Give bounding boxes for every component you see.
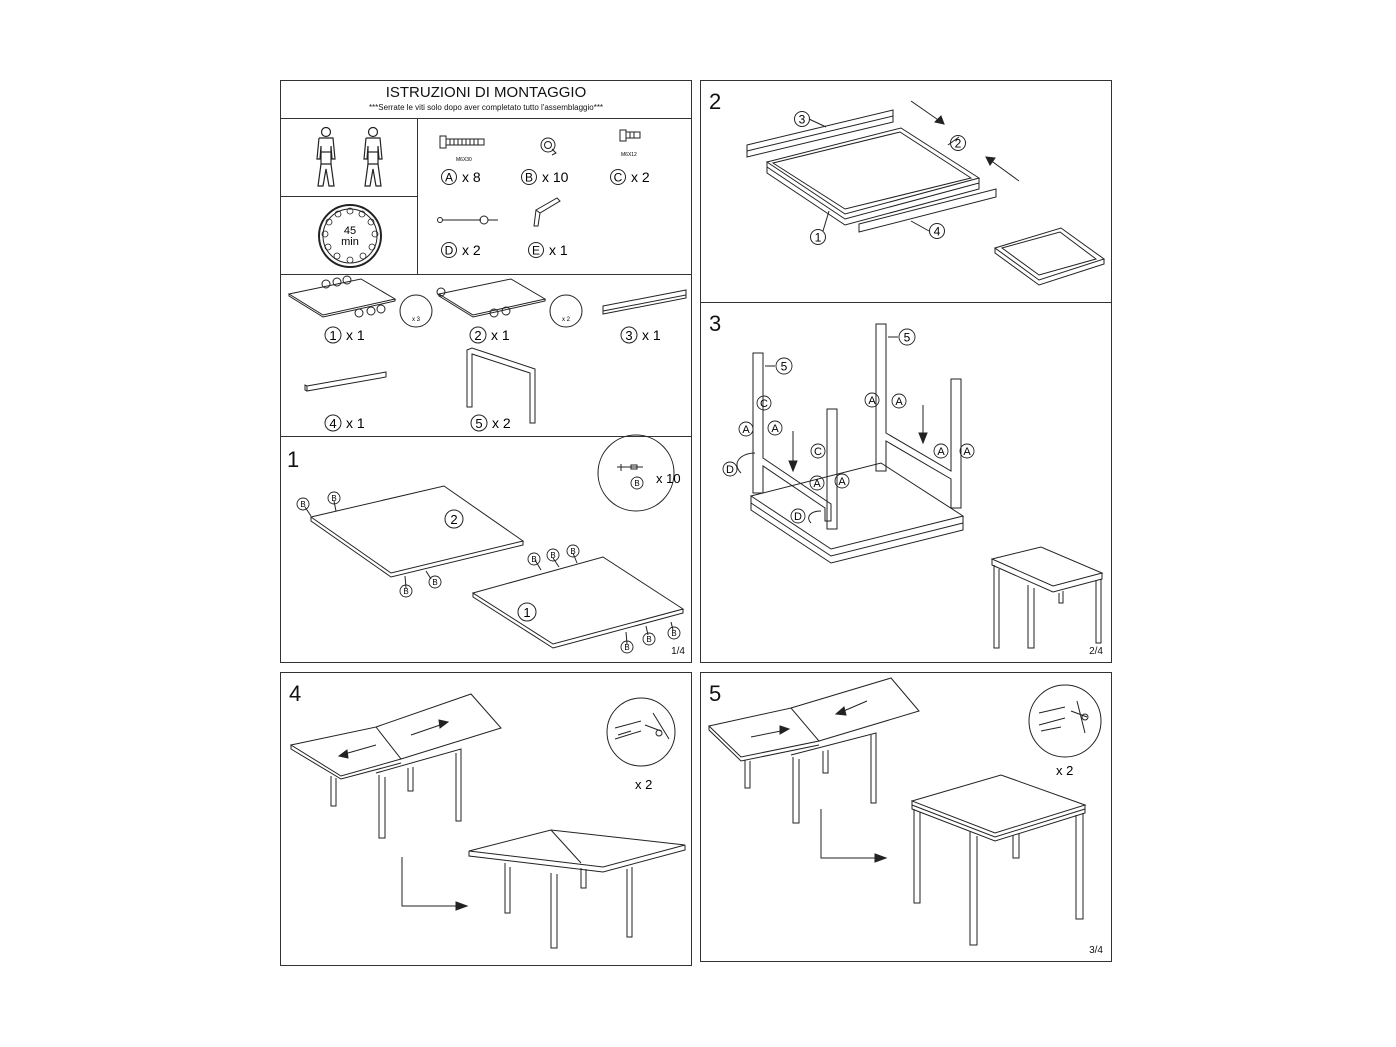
step-3-number: 3 [709, 311, 722, 336]
clock-icon: 45 min [318, 204, 382, 268]
hw-letter-e: E [532, 244, 540, 258]
pin-tool-icon [437, 215, 498, 225]
step-1-b-5: B [531, 555, 536, 564]
part-3-rail [602, 289, 687, 315]
step-3-drawing: 5 5 C A A C A A A A A A D D [722, 323, 1104, 649]
step-1-panel-1-label: 1 [523, 605, 530, 620]
step-3-a-7: A [937, 446, 945, 458]
step-2-drawing: 3 2 1 4 [746, 100, 1106, 286]
workers-panel [280, 118, 418, 197]
step-2-number: 2 [709, 89, 722, 114]
hw-qty-e: x 1 [549, 242, 568, 258]
page-number-1: 1/4 [671, 646, 685, 657]
page-subtitle: ***Serrate le viti solo dopo aver comple… [368, 103, 604, 112]
step-1-b-3: B [403, 587, 408, 596]
hw-qty-a: x 8 [462, 169, 481, 185]
hw-letter-c: C [614, 171, 623, 185]
part-1-panel [287, 278, 397, 318]
step-1-panel: 1 1/4 2 1 x 10 [280, 434, 692, 663]
page-title: ISTRUZIONI DI MONTAGGIO [385, 84, 587, 101]
time-value: 45 [344, 225, 356, 237]
part-2-detail-qty: x 2 [562, 317, 571, 323]
step-3-a-4: A [838, 476, 846, 488]
step-3-c-2: C [814, 446, 822, 458]
step-3-label-5a: 5 [781, 360, 788, 374]
step-2-label-3: 3 [799, 113, 806, 127]
hw-qty-c: x 2 [631, 169, 650, 185]
step-1-qty: x 10 [656, 471, 681, 486]
step-2-label-2: 2 [955, 137, 962, 151]
parts-drawing: x 3 x 2 1 x 1 2 x 1 3 x 1 4 x 1 5 x 2 [287, 275, 687, 432]
bolt-m6x30-icon [439, 135, 485, 149]
step-1-drawing: 2 1 x 10 B B B B B B B B B B B [296, 434, 685, 654]
hw-letter-a: A [445, 171, 453, 185]
barrel-nut-icon [540, 137, 557, 156]
hw-code-c: M6X12 [621, 152, 637, 158]
step-3-a-5: A [868, 395, 876, 407]
hw-letter-b: B [525, 171, 533, 185]
step-3-a-2: A [771, 423, 779, 435]
step-3-d-2: D [794, 511, 802, 523]
step-4-number: 4 [289, 681, 302, 706]
header-panel: ISTRUZIONI DI MONTAGGIO ***Serrate le vi… [280, 80, 692, 119]
part-3-number: 3 [625, 328, 632, 343]
time-panel: 45 min [280, 196, 418, 275]
step-1-b-6: B [550, 551, 555, 560]
two-person-icon [316, 126, 383, 187]
part-2-number: 2 [474, 328, 481, 343]
part-4-number: 4 [329, 416, 336, 431]
step-1-b-1: B [300, 500, 305, 509]
step-3-a-1: A [742, 424, 750, 436]
part-4-rail [304, 371, 387, 392]
part-1-number: 1 [329, 328, 336, 343]
page-number-2: 2/4 [1089, 646, 1103, 657]
part-5-qty: x 2 [492, 415, 511, 431]
bolt-m6x12-icon [619, 129, 641, 142]
step-3-panel: 3 2/4 [700, 302, 1112, 663]
step-3-d-1: D [726, 464, 734, 476]
step-4-qty: x 2 [635, 777, 652, 792]
step-3-a-8: A [963, 446, 971, 458]
step-5-drawing: x 2 [707, 677, 1102, 946]
step-5-qty: x 2 [1056, 763, 1073, 778]
step-1-b-2: B [331, 494, 336, 503]
step-2-label-1: 1 [815, 231, 822, 245]
part-5-leg-frame [466, 347, 536, 424]
part-4-qty: x 1 [346, 415, 365, 431]
time-unit: min [341, 236, 359, 248]
step-5-number: 5 [709, 681, 722, 706]
allen-key-icon [533, 197, 561, 227]
step-1-b-9: B [646, 635, 651, 644]
part-2-panel [437, 278, 547, 318]
step-2-label-4: 4 [934, 225, 941, 239]
hardware-drawing: M6X30 M6X12 A x 8 B x 10 C x 2 D x 2 E x… [437, 129, 650, 258]
step-1-panel-2-label: 2 [450, 512, 457, 527]
step-3-c-1: C [760, 398, 768, 410]
hw-qty-b: x 10 [542, 169, 569, 185]
step-1-b-10: B [671, 629, 676, 638]
hw-qty-d: x 2 [462, 242, 481, 258]
parts-panel: x 3 x 2 1 x 1 2 x 1 3 x 1 4 x 1 5 x 2 [280, 274, 692, 437]
page-number-3: 3/4 [1089, 945, 1103, 956]
hw-letter-d: D [445, 244, 454, 258]
step-1-b-detail: B [634, 479, 639, 488]
part-1-detail-qty: x 3 [412, 317, 421, 323]
step-2-panel: 2 3 2 [700, 80, 1112, 303]
step-4-drawing: x 2 [289, 693, 686, 949]
step-3-a-3: A [813, 478, 821, 490]
step-1-number: 1 [287, 447, 300, 472]
part-1-qty: x 1 [346, 327, 365, 343]
hardware-panel: M6X30 M6X12 A x 8 B x 10 C x 2 D x 2 E x… [417, 118, 692, 275]
step-5-panel: 5 3/4 [700, 672, 1112, 962]
part-5-number: 5 [475, 416, 482, 431]
part-2-qty: x 1 [491, 327, 510, 343]
step-1-b-8: B [624, 643, 629, 652]
step-3-label-5b: 5 [904, 331, 911, 345]
step-4-panel: 4 [280, 672, 692, 966]
hw-code-a: M6X30 [456, 157, 472, 163]
step-1-b-7: B [570, 547, 575, 556]
step-3-a-6: A [895, 396, 903, 408]
step-1-b-4: B [432, 578, 437, 587]
part-3-qty: x 1 [642, 327, 661, 343]
